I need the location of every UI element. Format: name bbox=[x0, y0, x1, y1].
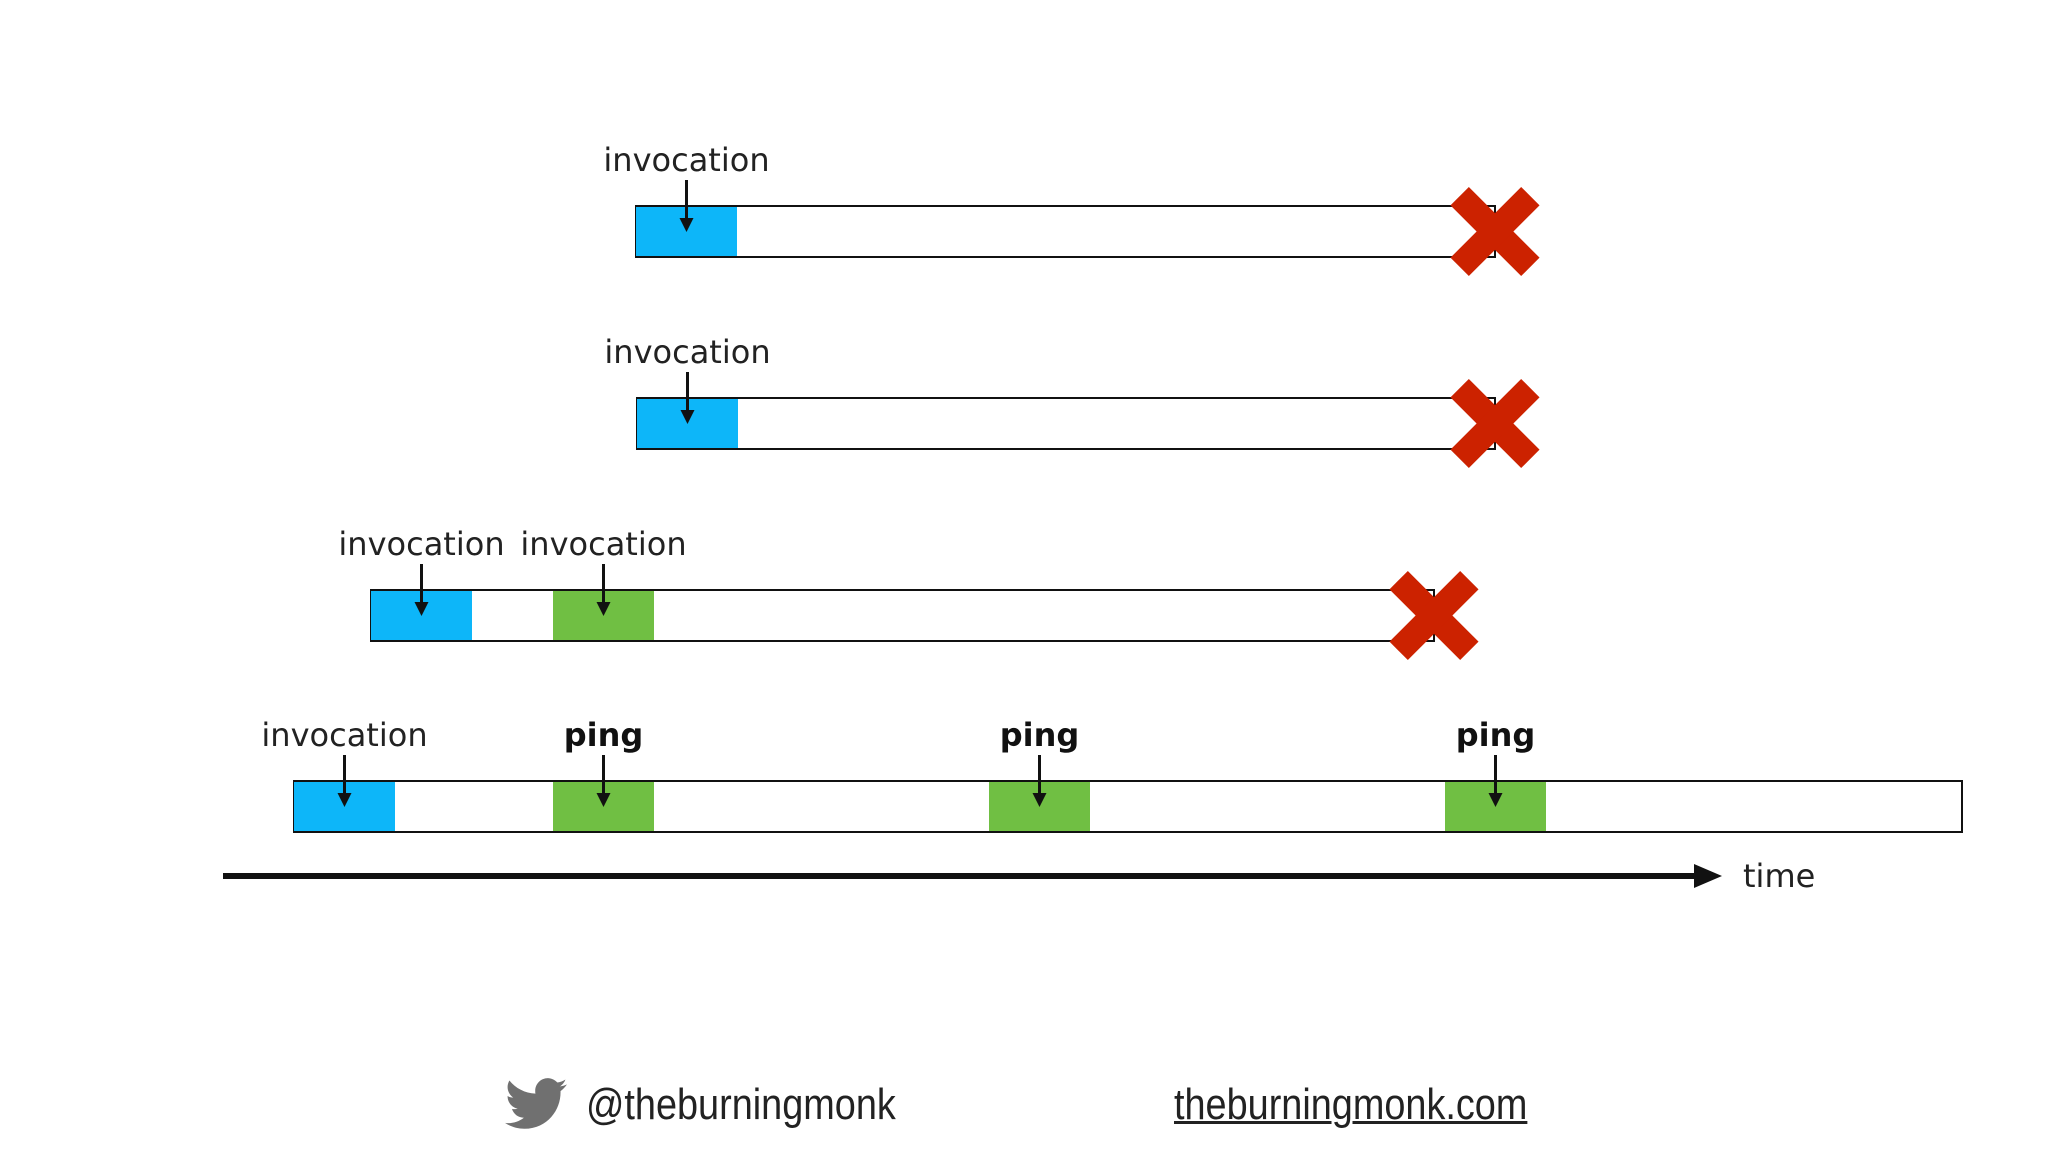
arrow-head-icon bbox=[596, 602, 611, 616]
timeline-bar bbox=[636, 397, 1496, 450]
terminated-x-icon bbox=[1450, 378, 1540, 469]
arrow-head-icon bbox=[679, 218, 694, 232]
arrow-head-icon bbox=[337, 793, 352, 807]
website-link[interactable]: theburningmonk.com bbox=[1174, 1080, 1528, 1129]
timeline-bar bbox=[635, 205, 1496, 258]
ping-label: ping bbox=[563, 716, 644, 754]
time-axis-label: time bbox=[1743, 857, 1816, 895]
arrow-head-icon bbox=[414, 602, 429, 616]
time-axis-arrow-icon bbox=[1694, 864, 1722, 888]
invocation-label: invocation bbox=[604, 333, 771, 371]
ping-label: ping bbox=[999, 716, 1080, 754]
arrow-head-icon bbox=[1032, 793, 1047, 807]
terminated-x-icon bbox=[1389, 570, 1479, 661]
terminated-x-icon bbox=[1450, 186, 1540, 277]
invocation-label: invocation bbox=[261, 716, 428, 754]
twitter-bird-icon bbox=[505, 1078, 567, 1129]
arrow-head-icon bbox=[680, 410, 695, 424]
twitter-handle[interactable]: @theburningmonk bbox=[586, 1080, 896, 1129]
arrow-head-icon bbox=[1488, 793, 1503, 807]
invocation-label: invocation bbox=[520, 525, 687, 563]
invocation-label: invocation bbox=[603, 141, 770, 179]
invocation-label: invocation bbox=[338, 525, 505, 563]
ping-label: ping bbox=[1455, 716, 1536, 754]
timeline-bar bbox=[370, 589, 1435, 642]
arrow-head-icon bbox=[596, 793, 611, 807]
timeline-bar bbox=[293, 780, 1963, 833]
